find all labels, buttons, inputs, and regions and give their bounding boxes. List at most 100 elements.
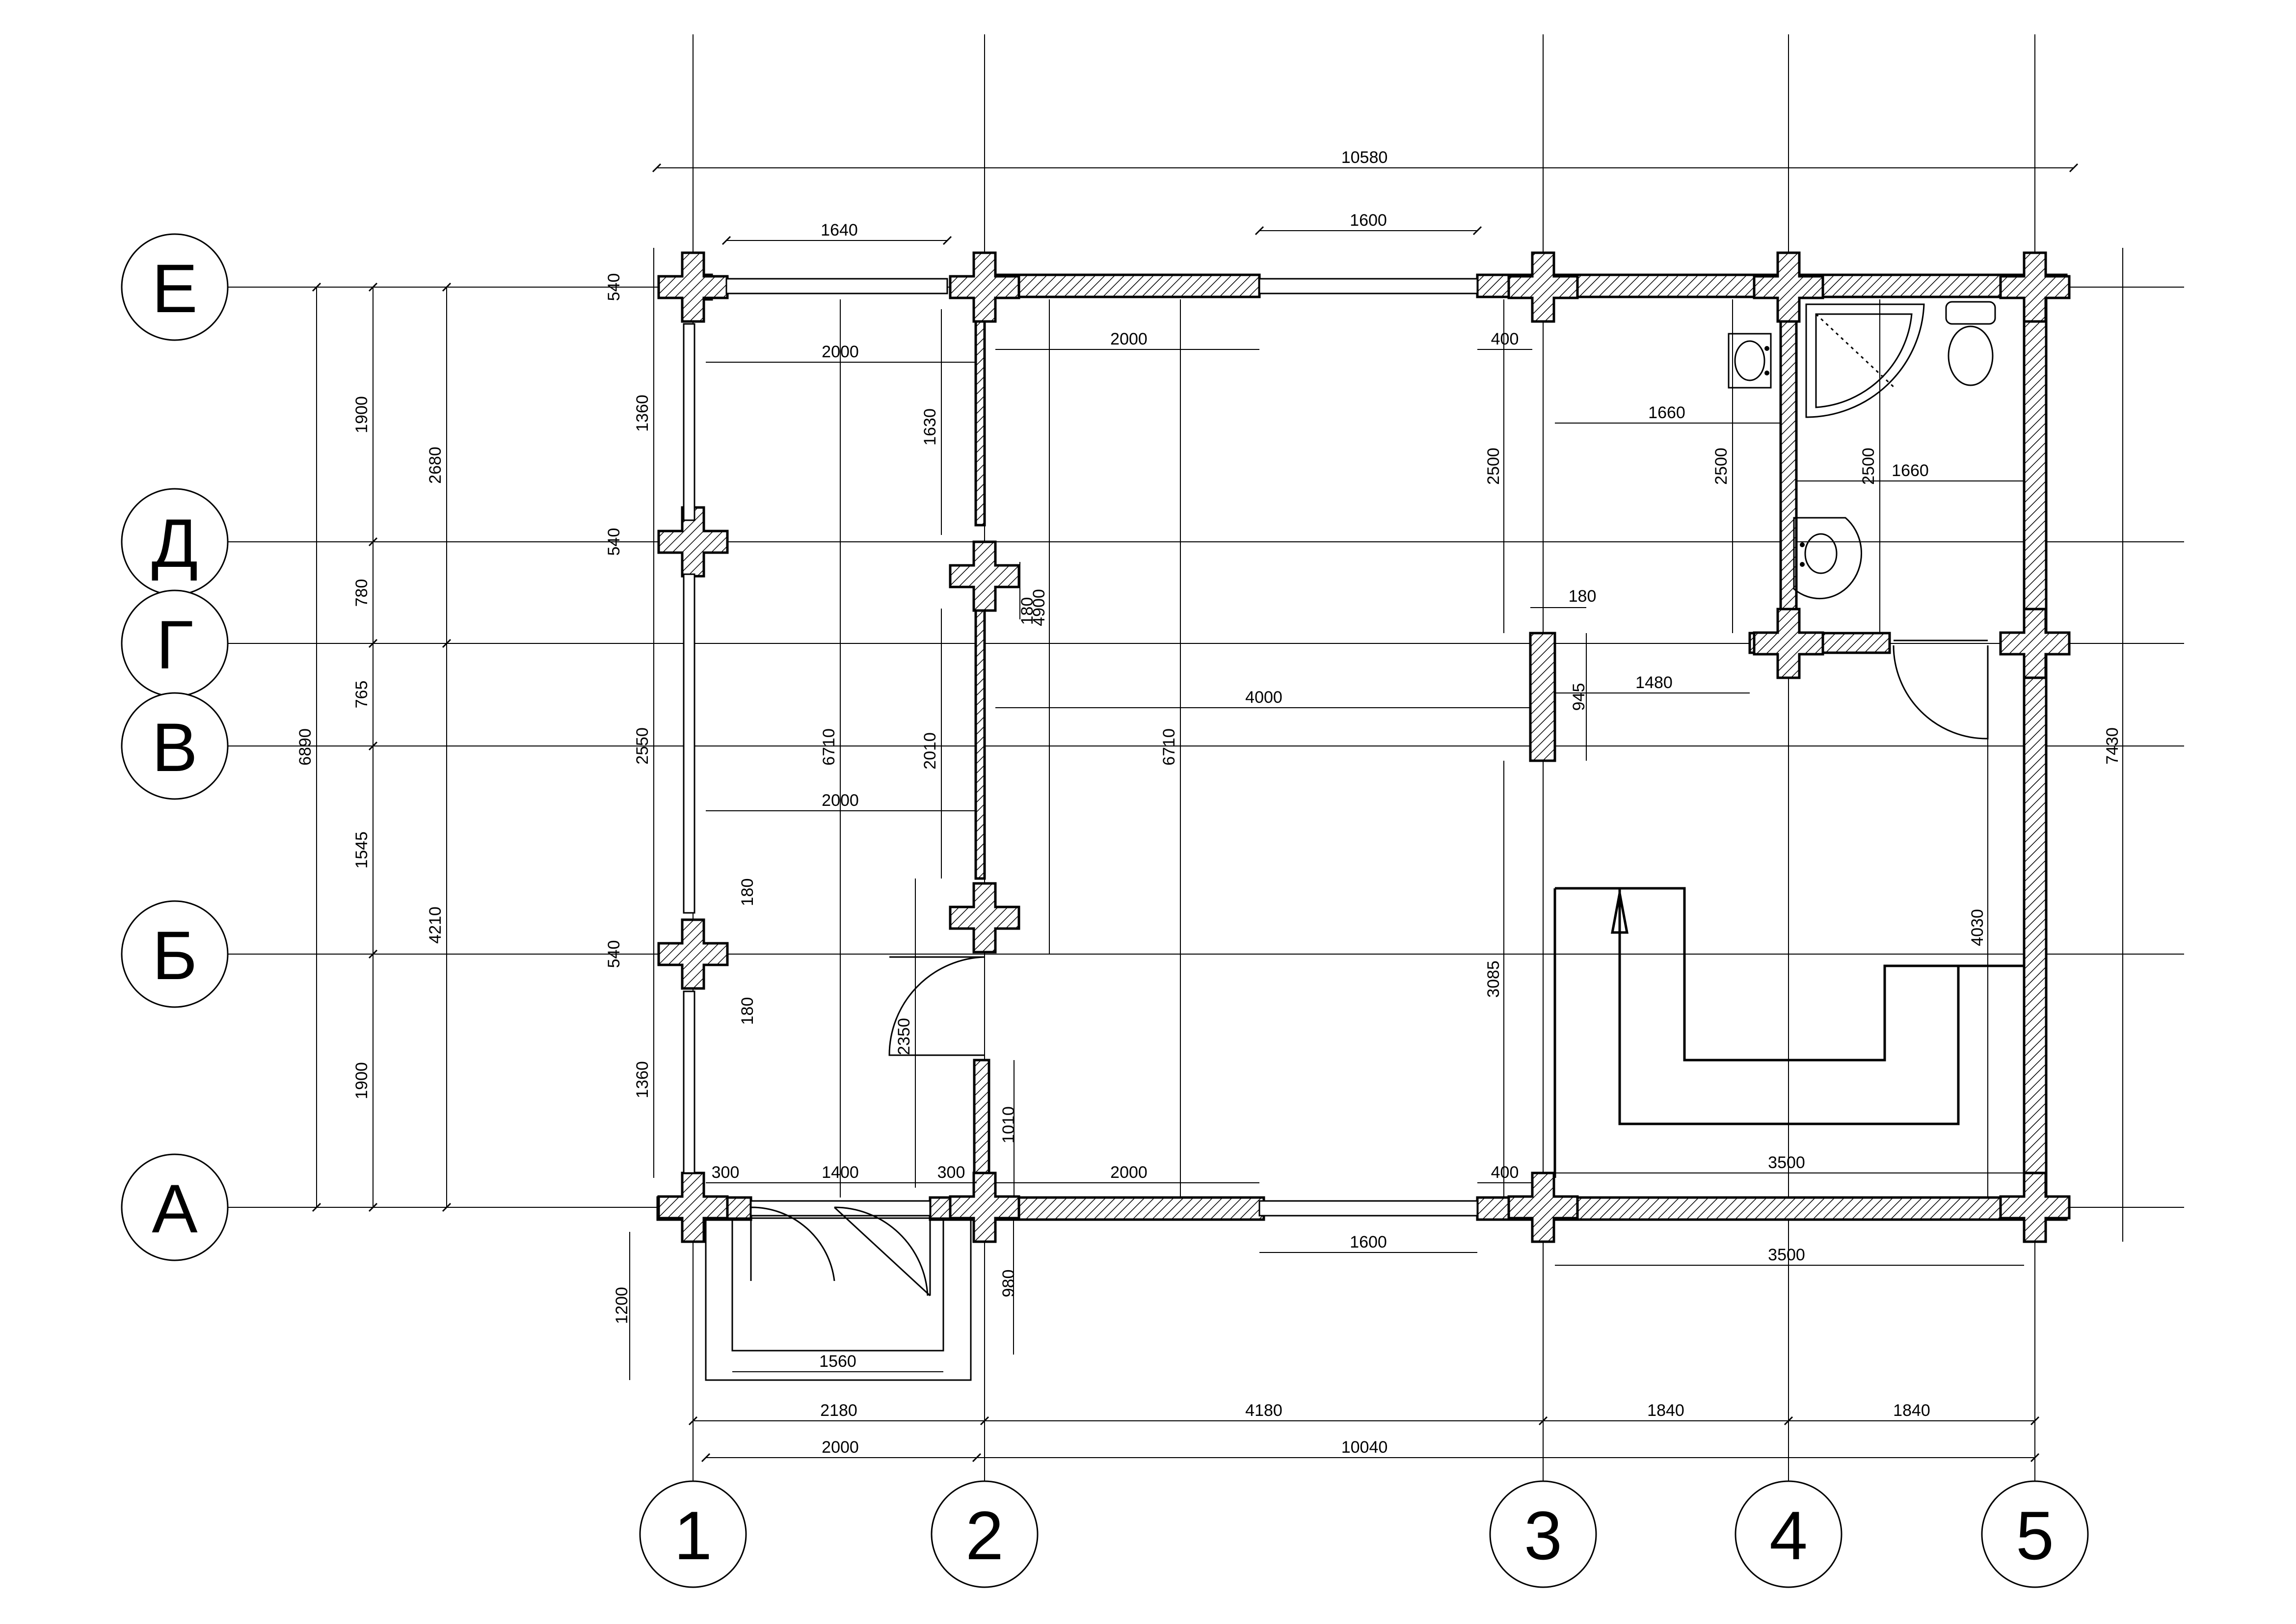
dim-540-d: 540	[605, 528, 623, 556]
dim-top-window-mid: 1600	[1350, 211, 1387, 230]
dim-180-b: 180	[738, 997, 757, 1025]
porch-inner	[731, 1217, 944, 1352]
dim-6890: 6890	[296, 728, 315, 766]
dim-6710-left: 6710	[820, 728, 838, 766]
dim-1600-bottom: 1600	[1350, 1233, 1387, 1251]
window-left-upper	[683, 323, 695, 521]
stairs	[1553, 887, 2024, 1178]
stair-arrow-head	[1610, 893, 1629, 934]
dim-180-axis-2: 180	[1018, 597, 1037, 625]
cross-post-3-a	[1507, 1171, 1579, 1243]
dim-top-overall: 10580	[1341, 148, 1388, 167]
dim-400-bottom: 400	[1491, 1163, 1519, 1182]
cross-post-1-d	[657, 506, 729, 578]
axis-label-4: 4	[1769, 1497, 1808, 1574]
dim-540-b: 540	[605, 940, 623, 968]
dim-1200: 1200	[613, 1287, 631, 1324]
axis-label-b: Б	[152, 917, 197, 994]
doors	[750, 639, 1989, 1297]
dim-4180: 4180	[1245, 1401, 1282, 1420]
window-left-mid	[683, 573, 695, 914]
axis-letter-bubbles: Е Д Г В Б А	[121, 233, 229, 1261]
dim-top-window-left: 1640	[821, 221, 858, 240]
cross-post-5-e	[1999, 251, 2071, 323]
stair-outline	[1555, 887, 2024, 1062]
cross-post-2-e	[949, 251, 1020, 323]
cross-post-4-g	[1753, 608, 1824, 679]
dim-1480: 1480	[1635, 673, 1673, 692]
cross-post-1-b	[657, 918, 729, 990]
axis-label-1: 1	[674, 1497, 712, 1574]
dim-1660-top: 1660	[1648, 403, 1685, 422]
window-top-left	[725, 278, 948, 294]
dim-top-2000-left: 2000	[822, 343, 859, 361]
window-top-mid	[1258, 278, 1478, 294]
sink-top-icon	[1728, 333, 1772, 389]
door-entrance-left	[750, 1206, 835, 1281]
cross-post-3-e	[1507, 251, 1579, 323]
toilet-icon	[1945, 301, 1996, 386]
sink-lower-icon	[1793, 517, 1863, 600]
axis-bubble-a: А	[121, 1153, 229, 1261]
wall-axis-2-upper	[974, 308, 986, 527]
porch	[705, 1217, 972, 1381]
shower-icon	[1805, 303, 1925, 418]
door-entrance-right-arc	[834, 1206, 929, 1296]
cross-post-2-d	[949, 540, 1020, 612]
dim-2000-base: 2000	[822, 1438, 859, 1457]
dimension-labels: 10580 1640 1600 400 2000 2000 1660 1660 …	[296, 148, 2122, 1457]
axis-bubble-v: В	[121, 692, 229, 800]
wall-top-2-3	[983, 273, 1261, 298]
dim-7430: 7430	[2103, 727, 2122, 765]
cross-post-2-b	[949, 882, 1020, 954]
dim-2000-bottom: 2000	[1110, 1163, 1148, 1182]
dim-780: 780	[352, 579, 371, 607]
dim-180-post: 180	[1569, 587, 1597, 606]
dim-3085: 3085	[1484, 960, 1503, 998]
dim-top-400: 400	[1491, 330, 1519, 348]
axis-bubble-4: 4	[1735, 1480, 1842, 1588]
cross-post-2-a	[949, 1171, 1020, 1243]
dim-2180: 2180	[820, 1401, 857, 1420]
dim-1545: 1545	[352, 831, 371, 869]
dim-1360-bottom: 1360	[633, 1061, 652, 1098]
axis-bubble-d: Д	[121, 488, 229, 596]
axis-label-g: Г	[156, 606, 193, 683]
axis-bubble-1: 1	[639, 1480, 747, 1588]
dim-765: 765	[352, 681, 371, 709]
cross-post-5-a	[1999, 1171, 2071, 1243]
dim-2500-right: 2500	[1859, 448, 1878, 485]
dim-1400: 1400	[822, 1163, 859, 1182]
dim-300-left: 300	[712, 1163, 740, 1182]
axis-bubble-5: 5	[1981, 1480, 2089, 1588]
dim-2680: 2680	[426, 447, 445, 484]
axis-bubble-e: Е	[121, 233, 229, 341]
axis-label-5: 5	[2016, 1497, 2054, 1574]
dim-180-a: 180	[738, 879, 757, 906]
dim-6710-mid: 6710	[1160, 728, 1178, 766]
axis-bubble-2: 2	[931, 1480, 1039, 1588]
axis-label-d: Д	[152, 505, 198, 582]
axis-bubble-b: Б	[121, 900, 229, 1008]
dim-4210: 4210	[426, 906, 445, 944]
dim-1010: 1010	[999, 1106, 1018, 1144]
cross-post-5-g	[1999, 608, 2071, 679]
post-axis-3	[1529, 632, 1556, 762]
dim-top-2000-mid: 2000	[1110, 330, 1148, 348]
dim-2500-mid: 2500	[1712, 448, 1731, 485]
wall-right	[2023, 286, 2048, 1209]
windows	[683, 278, 1478, 1217]
dim-2000-lower: 2000	[822, 791, 859, 810]
dim-540-e: 540	[605, 273, 623, 301]
axis-bubble-g: Г	[121, 589, 229, 697]
dim-2350: 2350	[895, 1018, 913, 1055]
cross-post-1-e	[657, 251, 729, 323]
dim-2010: 2010	[921, 732, 939, 770]
bathroom-fixtures	[1728, 301, 1996, 600]
dim-1630: 1630	[921, 408, 939, 446]
axis-label-a: А	[152, 1170, 198, 1247]
dim-1360-top: 1360	[633, 395, 652, 432]
dim-4030: 4030	[1968, 909, 1987, 946]
axis-label-e: Е	[152, 250, 197, 327]
